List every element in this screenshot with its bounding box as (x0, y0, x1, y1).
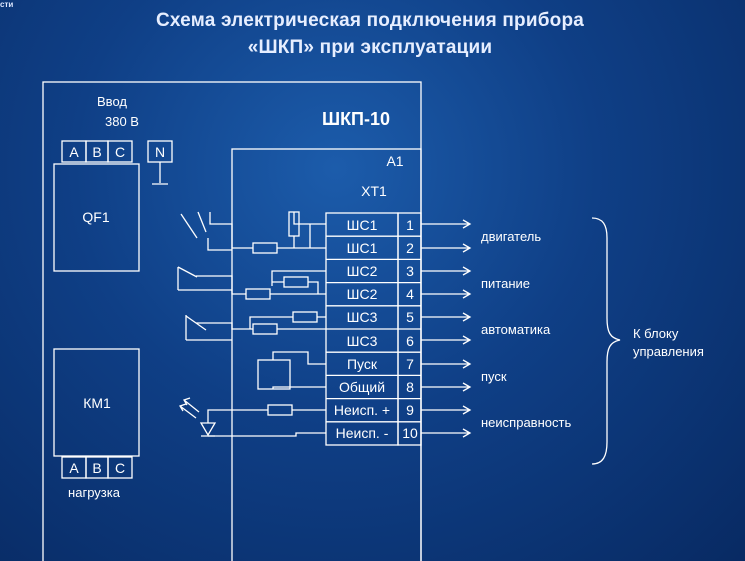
loop3-wiring (185, 315, 326, 341)
terminal-10-number: 10 (402, 425, 418, 441)
terminal-10-name: Неисп. - (336, 425, 389, 441)
load-phase-a-label: A (69, 460, 79, 476)
fault-resistor (267, 404, 293, 416)
terminal-8-name: Общий (339, 379, 385, 395)
loop1-resistor-horizontal (252, 242, 278, 254)
load-phase-b-label: B (92, 460, 101, 476)
loop2-wiring (177, 266, 326, 295)
phase-c-label: C (115, 144, 125, 160)
loop1-resistor-vertical (288, 211, 300, 237)
loop2-resistor-1 (283, 276, 309, 288)
control-unit-brace (591, 217, 621, 465)
corner-text: сти (0, 0, 14, 9)
terminal-9-number: 9 (406, 402, 414, 418)
terminal-5-number: 5 (406, 309, 414, 325)
module-label: А1 (386, 153, 403, 169)
phase-c-box (107, 140, 133, 163)
phase-b-label: B (92, 144, 101, 160)
control-unit-label-line2: управления (633, 344, 704, 359)
terminal-block-label: ХТ1 (361, 183, 387, 199)
control-unit-label-line1: К блоку (633, 326, 679, 341)
device-name: ШКП-10 (322, 109, 390, 129)
terminal-9-name: Неисп. + (334, 402, 390, 418)
signal-start-label: пуск (481, 369, 507, 384)
start-coil (257, 359, 291, 390)
load-label: нагрузка (68, 485, 121, 500)
terminal-6-number: 6 (406, 333, 414, 349)
contactor-km1-box (53, 348, 140, 457)
terminal-1-name: ШС1 (347, 217, 378, 233)
load-phase-c-box (107, 456, 133, 479)
fault-output-wiring (207, 409, 326, 437)
signal-automation-label: автоматика (481, 322, 551, 337)
ground-symbol (152, 162, 168, 185)
load-phase-c-label: C (115, 460, 125, 476)
terminal-4-number: 4 (406, 286, 414, 302)
signal-fault-label: неисправность (481, 415, 571, 430)
contactor-label: КМ1 (83, 395, 111, 411)
output-arrows (421, 219, 472, 438)
terminal-row-dividers (326, 235, 421, 423)
terminal-2-name: ШС1 (347, 240, 378, 256)
terminal-7-number: 7 (406, 356, 414, 372)
input-label-line1: Ввод (97, 94, 127, 109)
terminal-7-name: Пуск (347, 356, 378, 372)
neutral-label: N (155, 144, 165, 160)
terminal-2-number: 2 (406, 240, 414, 256)
loop1-wiring (197, 211, 326, 251)
start-coil-wiring (272, 351, 326, 389)
loop3-resistor-2 (252, 323, 278, 335)
breaker-qf1-box (53, 163, 140, 272)
fault-led-diode (199, 422, 217, 437)
terminal-1-number: 1 (406, 217, 414, 233)
loop3-resistor-1 (292, 311, 318, 323)
diagram-title-line1: Схема электрическая подключения прибора (155, 10, 585, 31)
diagram-title-line2: «ШКП» при эксплуатации (247, 37, 493, 58)
terminal-8-number: 8 (406, 379, 414, 395)
loop2-resistor-2 (245, 288, 271, 300)
terminal-3-name: ШС2 (347, 263, 378, 279)
terminal-5-name: ШС3 (347, 309, 378, 325)
terminal-3-number: 3 (406, 263, 414, 279)
input-label-line2: 380 В (105, 114, 139, 129)
terminal-6-name: ШС3 (347, 333, 378, 349)
signal-motor-label: двигатель (481, 229, 541, 244)
loop1-switch-contact (180, 213, 198, 239)
breaker-label: QF1 (82, 209, 109, 225)
phase-a-label: A (69, 144, 79, 160)
terminal-4-name: ШС2 (347, 286, 378, 302)
led-light-arrows (179, 397, 200, 419)
signal-power-label: питание (481, 276, 530, 291)
